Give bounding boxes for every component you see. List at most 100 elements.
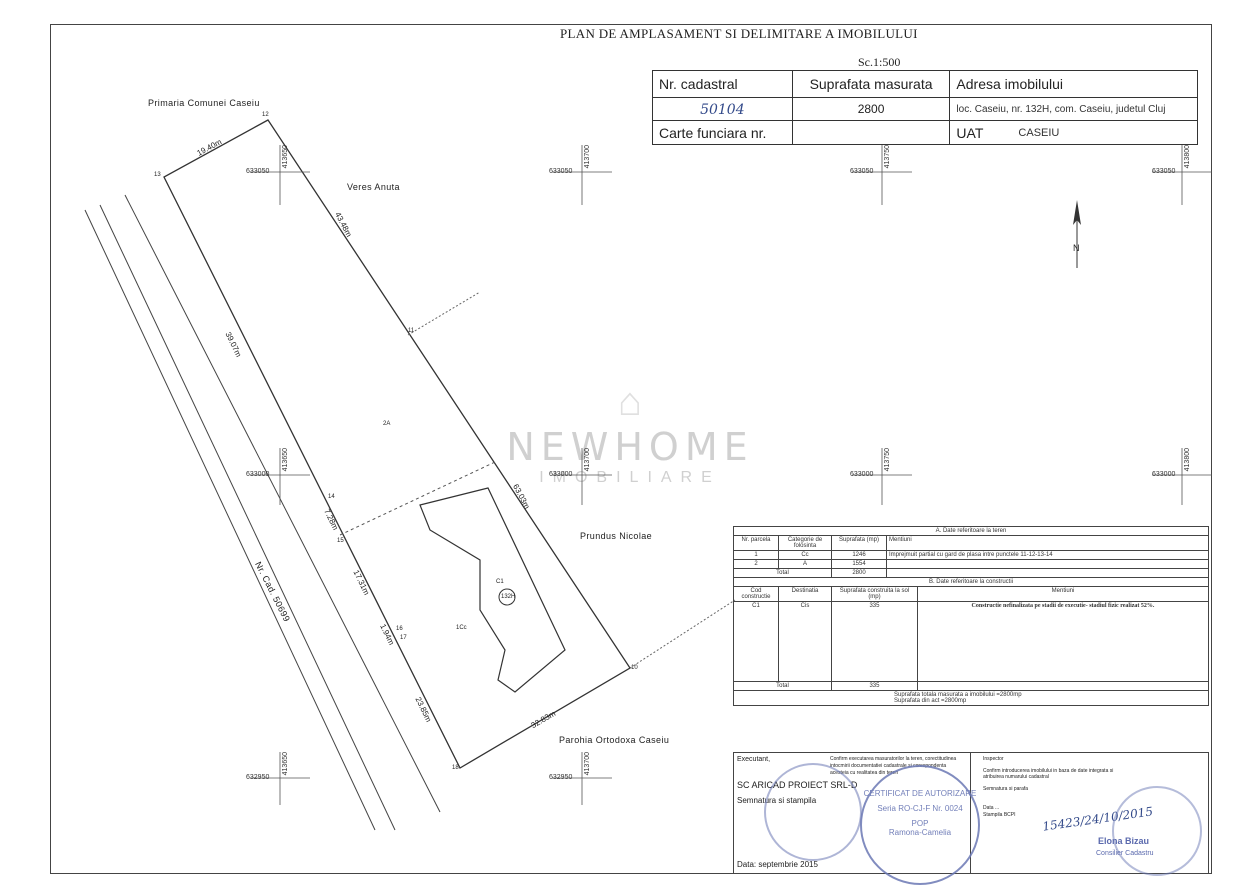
point-10: 10 <box>631 665 638 671</box>
coord-y-413750-a: 413750 <box>884 145 891 169</box>
table-cell: Cis <box>778 601 832 682</box>
parcel-split-line <box>339 461 496 536</box>
coord-y-413650-a: 413650 <box>282 145 289 169</box>
table-a-header: Nr. parcela <box>733 535 779 551</box>
table-cell: 2 <box>733 559 779 569</box>
coord-x-633050-b: 633050 <box>549 168 573 175</box>
stamp-person: Ramona-Camelia <box>888 828 952 837</box>
carte-funciara-label: Carte funciara nr. <box>652 120 793 145</box>
inspector-sig: Semnatura si parafa <box>983 786 1029 792</box>
drawing-frame <box>50 24 1212 874</box>
coord-x-633050-d: 633050 <box>1152 168 1176 175</box>
road-line-3 <box>124 194 441 813</box>
table-cell <box>886 568 1209 578</box>
building-code-label: C1 <box>496 579 504 585</box>
inspector-label: Inspector <box>983 756 1004 762</box>
nr-cadastral-value: 50104 <box>700 101 745 118</box>
table-b-total-label: Total <box>733 681 832 691</box>
scale-label: Sc.1:500 <box>858 55 901 69</box>
cadastre-stamp-icon <box>1112 786 1202 876</box>
coord-x-633000-a: 633000 <box>246 471 270 478</box>
table-row: C1 Cis 335 Constructie nefinalizata pe s… <box>733 601 1210 682</box>
coord-y-413800-a: 413800 <box>1184 145 1191 169</box>
table-b-header: Destinatia <box>778 586 832 602</box>
authorization-stamp: CERTIFICAT DE AUTORIZARE Seria RO-CJ-F N… <box>860 765 980 885</box>
coord-x-633000-d: 633000 <box>1152 471 1176 478</box>
table-cell: C1 <box>733 601 779 682</box>
point-16: 16 <box>396 626 403 632</box>
table-cell: 335 <box>831 601 918 682</box>
coord-x-632950-b: 632950 <box>549 774 573 781</box>
coord-y-413750-b: 413750 <box>884 448 891 472</box>
point-17: 17 <box>400 635 407 641</box>
inspector-stamp: Stampila BCPI <box>983 812 1016 818</box>
table-a-header: Mentiuni <box>886 535 1209 551</box>
point-11: 11 <box>408 328 415 334</box>
parcel-2a-label: 2A <box>383 421 391 427</box>
table-row: 1 Cc 1246 Imprejmuit partial cu gard de … <box>733 550 1209 560</box>
table-cell: 1 <box>733 550 779 560</box>
footer-total-line2: Suprafata din act =2800mp <box>894 698 967 704</box>
point-12: 12 <box>262 112 269 118</box>
info-table: Nr. cadastral Suprafata masurata Adresa … <box>652 70 1199 145</box>
north-arrow-icon <box>1073 200 1081 225</box>
grid-crosses <box>250 145 1212 805</box>
point-15: 15 <box>337 538 344 544</box>
point-13: 13 <box>154 172 161 178</box>
suprafata-label: Suprafata masurata <box>791 70 951 98</box>
executant-confirm: Confirm executarea masuratorilor la tere… <box>830 756 957 776</box>
table-a-header: Categorie de folosinta <box>778 535 832 551</box>
road-line-1 <box>84 209 376 831</box>
table-b-header: Mentiuni <box>916 586 1210 602</box>
coord-x-633000-b: 633000 <box>549 471 573 478</box>
company-stamp-icon <box>764 763 862 861</box>
signature-block <box>733 752 1209 874</box>
table-cell: A <box>778 559 832 569</box>
neighbor-veres: Veres Anuta <box>347 182 400 192</box>
table-a-header: Suprafata (mp) <box>831 535 887 551</box>
table-row: 2 A 1554 <box>733 559 1209 569</box>
uat-label: UAT <box>949 120 1013 145</box>
north-label: N <box>1073 243 1080 253</box>
parcel-1cc-label: 1Cc <box>456 625 467 631</box>
inspector-text: Confirm introducerea imobilului in baza … <box>983 768 1114 780</box>
coord-y-413700-a: 413700 <box>584 145 591 169</box>
stamp-pop: POP <box>911 819 929 828</box>
coord-x-633050-a: 633050 <box>246 168 270 175</box>
watermark-line1: NEWHOME <box>506 425 754 469</box>
executant-label: Executant, <box>737 756 771 763</box>
coord-y-413650-c: 413650 <box>282 752 289 776</box>
footer-totals: Suprafata totala masurata a imobilului =… <box>733 690 1209 706</box>
table-b-title: B. Date referitoare la constructii <box>733 577 1209 587</box>
stamp-serie: Seria RO-CJ-F Nr. 0024 <box>877 804 963 813</box>
coord-x-633050-c: 633050 <box>850 168 874 175</box>
neighbor-parohia: Parohia Ortodoxa Caseiu <box>559 735 670 745</box>
coord-x-633000-c: 633000 <box>850 471 874 478</box>
table-b-header: Suprafata construita la sol (mp) <box>831 586 918 602</box>
table-a-total-value: 2800 <box>831 568 887 578</box>
neighbor-boundary-1 <box>407 291 481 336</box>
building-c1-outline <box>419 487 566 693</box>
adresa-value: loc. Caseiu, nr. 132H, com. Caseiu, jude… <box>949 97 1198 121</box>
neighbor-prundus: Prundus Nicolae <box>580 531 653 541</box>
parcel-outline <box>163 119 631 769</box>
table-a-title: A. Date referitoare la teren <box>733 526 1209 536</box>
table-cell <box>886 559 1209 569</box>
land-and-building-tables: A. Date referitoare la teren Nr. parcela… <box>733 526 1210 706</box>
house-logo-icon: ⌂ <box>617 380 643 424</box>
coord-y-413700-c: 413700 <box>584 752 591 776</box>
coord-x-632950-a: 632950 <box>246 774 270 781</box>
footer-total-line1: Suprafata totala masurata a imobilului =… <box>894 692 1022 698</box>
table-cell <box>916 681 1210 691</box>
neighbor-primaria: Primaria Comunei Caseiu <box>148 98 260 108</box>
table-b-header: Cod constructie <box>733 586 779 602</box>
uat-value: CASEIU <box>1012 120 1199 145</box>
coord-y-413800-b: 413800 <box>1184 448 1191 472</box>
neighbor-boundary-2 <box>629 599 736 669</box>
house-number-circle <box>498 588 516 606</box>
plan-title: PLAN DE AMPLASAMENT SI DELIMITARE A IMOB… <box>560 26 918 41</box>
coord-y-413700-b: 413700 <box>584 448 591 472</box>
coord-y-413650-b: 413650 <box>282 448 289 472</box>
carte-funciara-value <box>791 120 951 145</box>
point-14: 14 <box>328 494 335 500</box>
